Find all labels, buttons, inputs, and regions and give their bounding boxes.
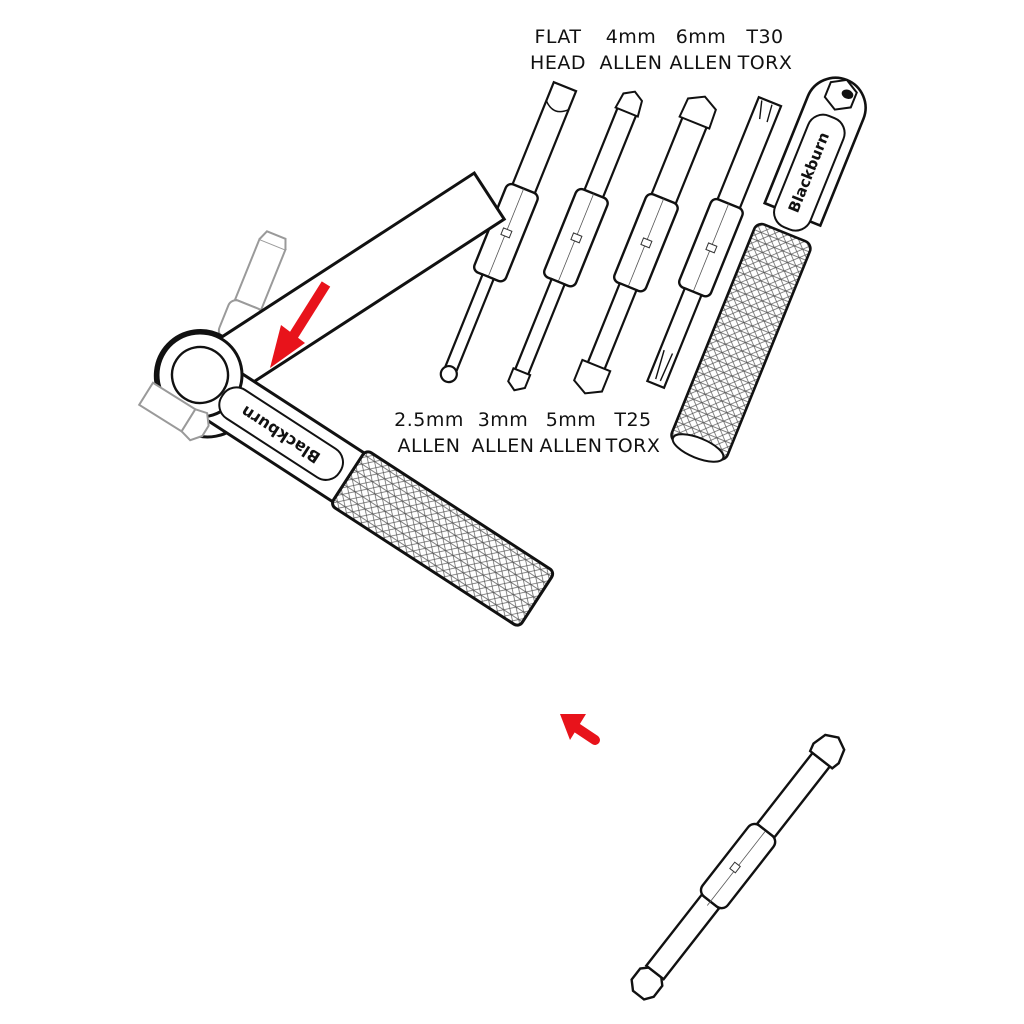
ghost-torx-bit-lower (137, 381, 210, 442)
label-line1: FLAT (534, 26, 582, 48)
label-line1: T25 (614, 409, 652, 431)
label-line2: ALLEN (397, 435, 461, 457)
bit-flat-head (439, 80, 578, 384)
label-line2: ALLEN (599, 52, 663, 74)
label-line2: TORX (737, 52, 793, 74)
label-4mm-allen: 4mm ALLEN (598, 24, 664, 76)
bit-t30-torx (645, 95, 783, 390)
label-line2: HEAD (530, 52, 586, 74)
label-t25-torx: T25 TORX (605, 407, 661, 459)
label-6mm-allen: 6mm ALLEN (668, 24, 734, 76)
loose-hex-bit (630, 733, 846, 1001)
tool-handle-stored: Blackburn (670, 76, 867, 463)
label-line1: 3mm (477, 409, 529, 431)
label-line2: TORX (605, 435, 661, 457)
bit-4mm-allen (507, 90, 644, 392)
label-line2: ALLEN (539, 435, 603, 457)
insert-torx-bit-arrow (270, 281, 331, 368)
insert-hex-bit-arrow (560, 714, 600, 745)
label-line1: 4mm (605, 26, 657, 48)
bit-6mm-allen (573, 95, 717, 395)
label-line1: 2.5mm (394, 409, 464, 431)
label-line2: ALLEN (471, 435, 535, 457)
label-line1: T30 (746, 26, 784, 48)
label-2-5mm-allen: 2.5mm ALLEN (394, 407, 464, 459)
label-flat-head: FLAT HEAD (527, 24, 589, 76)
label-3mm-allen: 3mm ALLEN (470, 407, 536, 459)
label-line1: 5mm (545, 409, 597, 431)
label-line1: 6mm (675, 26, 727, 48)
label-5mm-allen: 5mm ALLEN (538, 407, 604, 459)
label-line2: ALLEN (669, 52, 733, 74)
label-t30-torx: T30 TORX (737, 24, 793, 76)
